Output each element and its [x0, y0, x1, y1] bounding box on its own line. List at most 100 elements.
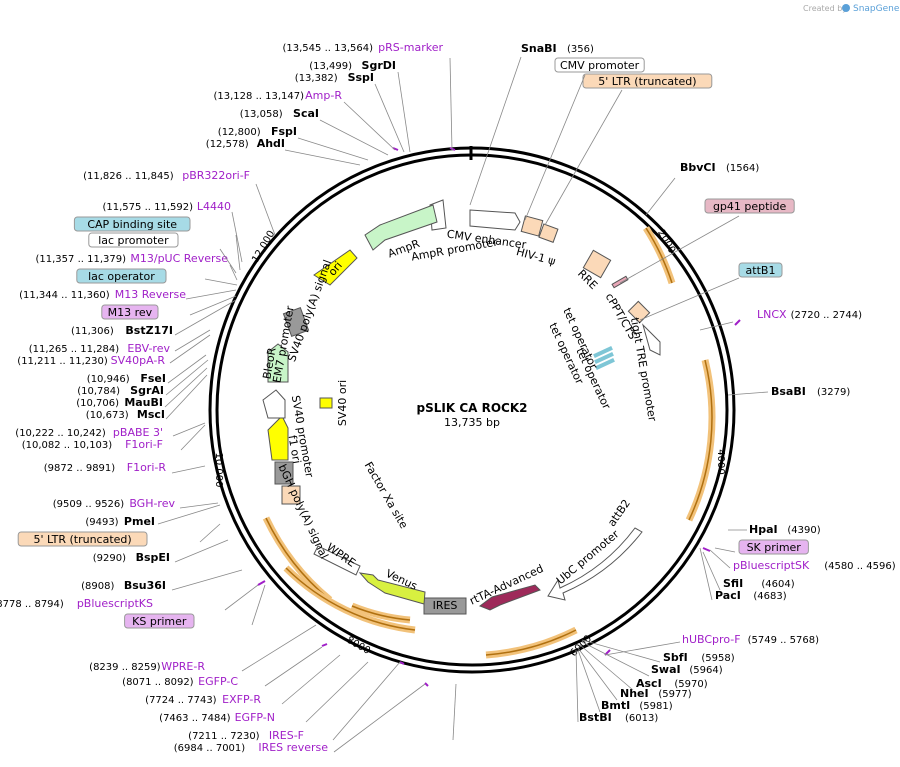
- feature-label: attB1: [746, 264, 776, 277]
- inner-feature-label: SV40 ori: [336, 380, 349, 426]
- feature-sv40-ori: [319, 397, 333, 409]
- inner-feature-label: attB2: [605, 497, 633, 529]
- enzyme-label: HpaI: [749, 523, 778, 536]
- feature-label-box: [101, 304, 159, 320]
- primer-label: M13/pUC Reverse: [130, 252, 228, 265]
- position-label: (7211 .. 7230): [188, 731, 260, 742]
- feature-label-box: [554, 57, 645, 73]
- inner-feature-label: IRES: [433, 599, 458, 612]
- feature-bleor: [267, 343, 289, 383]
- primer-label: LNCX: [757, 308, 787, 321]
- position-label: (12,578): [206, 139, 249, 150]
- position-label: (5958): [701, 653, 734, 664]
- enzyme-label: NheI: [620, 687, 649, 700]
- enzyme-label: SspI: [348, 71, 374, 84]
- credit-text: Created by: [803, 4, 847, 13]
- feature-wpre: [313, 545, 361, 576]
- position-label: (13,128 .. 13,147): [214, 91, 305, 102]
- position-label: (5964): [689, 665, 722, 676]
- primer-label: IRES reverse: [258, 741, 328, 754]
- feature-label-box: [738, 262, 783, 278]
- feature-tight-tre: [642, 323, 661, 356]
- enzyme-label: BstBI: [579, 711, 612, 724]
- position-label: (9872 .. 9891): [44, 463, 116, 474]
- position-label: (11,265 .. 11,284): [29, 344, 120, 355]
- position-label: (4390): [787, 525, 820, 536]
- position-label: (9493): [85, 517, 118, 528]
- position-label: (8908): [81, 581, 114, 592]
- feature-label-box: [738, 539, 809, 555]
- primer-label: pBABE 3': [113, 426, 163, 439]
- position-label: (8071 .. 8092): [122, 677, 194, 688]
- primer-label: EGFP-C: [198, 675, 238, 688]
- ring-tick-label: 10,000: [213, 453, 224, 488]
- position-label: (10,673): [86, 410, 129, 421]
- feature-label-box: [17, 531, 148, 547]
- position-label: (11,211 .. 11,230): [17, 356, 108, 367]
- feature-label: SK primer: [747, 541, 802, 554]
- feature-label: 5' LTR (truncated): [598, 75, 696, 88]
- position-label: (4580 .. 4596): [824, 561, 896, 572]
- inner-feature-label: Factor Xa site: [362, 460, 411, 531]
- primer-label: pRS-marker: [378, 41, 443, 54]
- feature-label: M13 rev: [108, 306, 153, 319]
- enzyme-label: SgrDI: [362, 59, 396, 72]
- position-label: (2720 .. 2744): [791, 310, 863, 321]
- feature-ires: [423, 597, 467, 615]
- primer-label: SV40pA-R: [111, 354, 166, 367]
- feature-label: lac promoter: [98, 234, 169, 247]
- primer-label: IRES-F: [269, 729, 304, 742]
- primer-label: pBR322ori-F: [182, 169, 250, 182]
- position-label: (4683): [753, 591, 786, 602]
- enzyme-label: PacI: [715, 589, 741, 602]
- position-label: (4604): [761, 579, 794, 590]
- position-label: (10,222 .. 10,242): [15, 428, 106, 439]
- plasmid-size: 13,735 bp: [444, 416, 500, 429]
- primer-label: pBluescriptSK: [733, 559, 810, 572]
- feature-arc-inner-line: [351, 605, 411, 621]
- feature-arc-lncx-line: [688, 359, 713, 521]
- position-label: (5977): [658, 689, 691, 700]
- inner-feature-label: HIV-1 ψ: [515, 245, 557, 268]
- primer-label: WPRE-R: [161, 660, 205, 673]
- primer-label: F1ori-R: [127, 461, 167, 474]
- position-label: (11,344 .. 11,360): [19, 290, 110, 301]
- feature-arc-gp41-line: [645, 227, 673, 284]
- feature-label: gp41 peptide: [713, 200, 787, 213]
- position-label: (5981): [639, 701, 672, 712]
- feature-hiv-box: [538, 223, 559, 243]
- position-label: (11,357 .. 11,379): [36, 254, 127, 265]
- ring-tick-label: 12,000: [250, 229, 277, 265]
- feature-label-box: [124, 613, 195, 629]
- left-label-list: pRS-marker(13,545 .. 13,564)SgrDI(13,499…: [0, 41, 443, 754]
- primer-label: Amp-R: [305, 89, 342, 102]
- enzyme-label: Bsu36I: [124, 579, 166, 592]
- enzyme-label: MauBI: [124, 396, 163, 409]
- leader-lines: [157, 56, 769, 753]
- enzyme-label: SgrAI: [130, 384, 164, 397]
- feature-label-box: [73, 216, 191, 232]
- feature-arc-wpre-line: [285, 567, 416, 631]
- position-label: (10,706): [76, 398, 119, 409]
- enzyme-label: FspI: [271, 125, 297, 138]
- primer-label: EGFP-N: [235, 711, 275, 724]
- primer-label: hUBCpro-F: [682, 633, 741, 646]
- position-label: (11,826 .. 11,845): [83, 171, 174, 182]
- feature-venus: [358, 572, 426, 605]
- brand-text: SnapGene: [853, 4, 900, 14]
- enzyme-label: SwaI: [651, 663, 681, 676]
- position-label: (10,082 .. 10,103): [22, 440, 113, 451]
- feature-label-box: [88, 232, 179, 248]
- inner-feature-label: f1 ori: [286, 434, 304, 465]
- enzyme-label: AhdI: [257, 137, 285, 150]
- feature-ltr-left: [281, 485, 301, 505]
- position-label: (356): [567, 44, 594, 55]
- position-label: (3279): [817, 387, 850, 398]
- enzyme-label: BstZ17I: [125, 324, 173, 337]
- feature-label: 5' LTR (truncated): [33, 533, 131, 546]
- position-label: (6013): [625, 713, 658, 724]
- position-label: (13,545 .. 13,564): [283, 43, 374, 54]
- enzyme-label: FseI: [140, 372, 166, 385]
